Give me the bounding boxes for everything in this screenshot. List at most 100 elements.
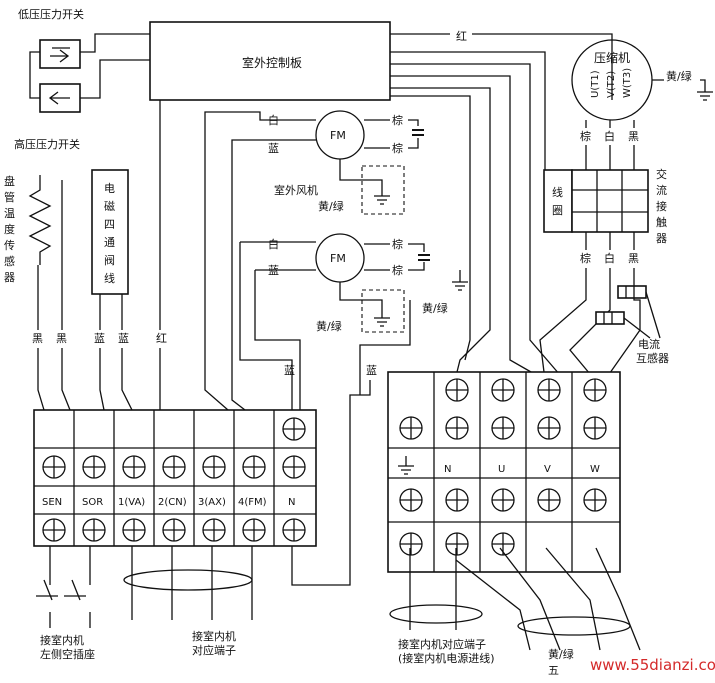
contactor-coil	[543, 169, 573, 233]
right-screw-row2-3	[537, 416, 561, 440]
high-pressure-switch-label: 高压压力开关	[14, 137, 80, 151]
left-screws	[42, 417, 306, 542]
wire-fan2-white	[239, 242, 293, 410]
right-screw-row4-1	[445, 532, 469, 556]
left-screw-top-0	[42, 455, 66, 479]
left-screw-bottom-4	[202, 518, 226, 542]
valve-ch-1: 电	[104, 182, 115, 195]
wire-board-5	[390, 95, 471, 361]
sensor-label-7: 器	[4, 271, 15, 284]
valve-ch-2: 磁	[104, 200, 115, 213]
low-pressure-switch-label: 低压压力开关	[18, 7, 84, 21]
right-screw-row3-1	[445, 488, 469, 512]
left-block-cols	[73, 410, 275, 546]
wire-fan1-blue	[231, 148, 246, 411]
cont-label-3: 接	[656, 200, 667, 213]
power-bundle	[389, 604, 483, 624]
cont-top-white: 白	[604, 129, 615, 143]
cont-label-2: 流	[656, 183, 667, 197]
wire-fan2-blue	[254, 270, 301, 410]
term-v: V	[544, 464, 551, 475]
wire-label-blue-n: 蓝	[284, 364, 295, 377]
fan2-ground-label: 黄/绿	[316, 319, 342, 333]
fan2-wires	[240, 241, 425, 271]
term-2cn: 2(CN)	[158, 497, 187, 508]
cont-out-u	[539, 232, 587, 381]
valve-ch-5: 阀	[104, 253, 115, 267]
compressor-ground	[652, 79, 713, 101]
left-screw-bottom-1	[82, 518, 106, 542]
fan2-brown-1: 棕	[392, 237, 403, 251]
left-screw-top-6	[282, 455, 306, 479]
motor-bundle	[517, 616, 631, 636]
term-sor: SOR	[82, 497, 103, 508]
ground-terminal-icon	[398, 456, 414, 475]
comp-to-contactor	[585, 120, 635, 170]
sensor-label-5: 传	[4, 239, 15, 252]
left-screw-bottom-6	[282, 518, 306, 542]
wire-label-red-left: 红	[156, 332, 167, 345]
sensor-label-1: 盘	[4, 174, 15, 188]
fan2-ground-box	[361, 289, 405, 333]
right-screw-row3-2	[491, 488, 515, 512]
right-screw-row3-3	[537, 488, 561, 512]
fan1-brown-2: 棕	[392, 141, 403, 155]
cont-bot-brown: 棕	[580, 251, 591, 265]
left-screw-top-1	[82, 455, 106, 479]
low-pressure-switch-1	[39, 39, 81, 69]
right-block-rows	[388, 447, 620, 523]
sensor-label-3: 温	[4, 207, 15, 220]
valve-ch-6: 线	[104, 271, 115, 285]
left-screw-bottom-5	[242, 518, 266, 542]
comp-term-u: U(T1)	[590, 70, 601, 98]
valve-ch-4: 通	[104, 236, 115, 249]
left-screw-top-3	[162, 455, 186, 479]
ct-1	[617, 285, 647, 299]
note-bottom-right-1: 黄/绿	[548, 647, 574, 661]
wire-lp-loop	[29, 51, 40, 99]
term-u: U	[498, 464, 505, 475]
wire-lp-1	[80, 33, 150, 53]
fan2-ground	[339, 282, 390, 327]
cont-bot-black: 黑	[628, 252, 639, 265]
right-screw-row1-1	[445, 378, 469, 402]
right-screw-row3-4	[583, 488, 607, 512]
ct-label-1: 电流	[638, 337, 660, 351]
left-screw-top-5	[242, 455, 266, 479]
left-block-rows	[34, 447, 316, 515]
sensor-label-2: 管	[4, 190, 15, 204]
comp-term-w: W(T3)	[622, 68, 633, 98]
left-screw-n-extra	[282, 417, 306, 441]
note-indoor-1: 接室内机	[192, 629, 236, 643]
ct-label-2: 互感器	[636, 352, 669, 365]
right-screw-row2-4	[583, 416, 607, 440]
fan2-ground-top	[452, 270, 468, 291]
left-screw-bottom-0	[42, 518, 66, 542]
indoor-terminal-wires	[131, 546, 253, 620]
sensor-label-6: 感	[4, 255, 15, 268]
wire-board-2	[390, 63, 561, 376]
term-1va: 1(VA)	[118, 497, 145, 508]
sensor-label-4: 度	[4, 222, 15, 236]
wire-valve-b	[121, 294, 133, 411]
right-screw-row1-3	[537, 378, 561, 402]
outdoor-fan-label: 室外风机	[274, 183, 318, 197]
cont-out-v	[569, 232, 611, 381]
four-way-valve-coil	[91, 169, 129, 295]
fan1-wires	[204, 111, 419, 149]
wire-board-1	[390, 51, 546, 170]
wire-label-blue-1: 蓝	[94, 332, 105, 345]
cont-label-4: 触	[656, 215, 667, 229]
fan2-white: 白	[268, 237, 279, 251]
compressor-label: 压缩机	[594, 50, 630, 65]
right-screw-row4-0	[399, 532, 423, 556]
note-left-2: 左侧空插座	[40, 647, 95, 661]
ground-label-right: 黄/绿	[422, 301, 448, 315]
fan1-capacitor	[412, 129, 424, 136]
term-4fm: 4(FM)	[238, 497, 267, 508]
fan1-ground-box	[361, 165, 405, 215]
term-sen: SEN	[42, 497, 62, 508]
left-screw-bottom-3	[162, 518, 186, 542]
